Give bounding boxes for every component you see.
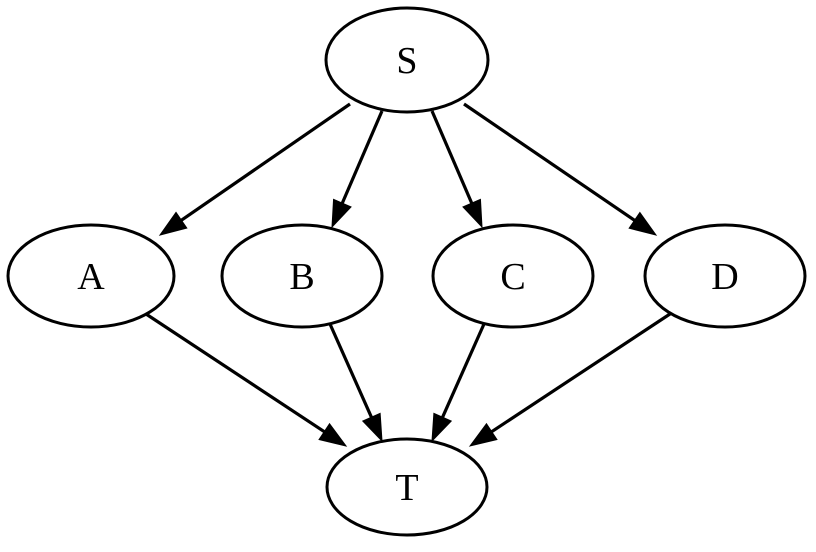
node-label: S	[396, 40, 417, 82]
edge-line	[338, 110, 384, 209]
edge-line	[142, 310, 330, 436]
node-c[interactable]: C	[431, 223, 595, 329]
arrowhead-icon	[318, 422, 348, 447]
edge-line	[176, 102, 351, 225]
node-ellipse[interactable]	[220, 223, 384, 329]
arrowhead-icon	[158, 211, 188, 236]
arrowhead-icon	[462, 198, 483, 229]
arrowhead-icon	[431, 412, 453, 443]
edge-a-to-t	[142, 310, 348, 447]
node-label: A	[77, 256, 105, 298]
nodes-layer: S A B C D T	[6, 6, 807, 537]
arrowhead-icon	[468, 422, 498, 447]
node-s[interactable]: S	[324, 6, 490, 114]
node-d[interactable]: D	[643, 223, 807, 329]
node-label: C	[500, 256, 525, 298]
edges-layer	[142, 102, 674, 447]
node-ellipse[interactable]	[643, 223, 807, 329]
arrowhead-icon	[628, 211, 658, 236]
edge-s-to-a	[158, 102, 351, 236]
node-ellipse[interactable]	[325, 437, 489, 537]
node-label: T	[395, 467, 418, 509]
node-t[interactable]: T	[325, 437, 489, 537]
edge-line	[328, 323, 375, 423]
edge-s-to-d	[463, 102, 658, 236]
node-ellipse[interactable]	[431, 223, 595, 329]
node-b[interactable]: B	[220, 223, 384, 329]
edge-line	[463, 102, 640, 225]
arrowhead-icon	[331, 198, 352, 229]
node-a[interactable]: A	[6, 223, 176, 329]
edge-b-to-t	[328, 323, 383, 443]
edge-s-to-c	[430, 110, 483, 229]
arrowhead-icon	[361, 412, 383, 443]
edge-line	[486, 310, 674, 436]
edge-s-to-b	[331, 110, 384, 229]
edge-line	[439, 323, 486, 423]
edge-line	[430, 110, 476, 209]
node-label: D	[711, 256, 738, 298]
node-label: B	[289, 256, 314, 298]
node-ellipse[interactable]	[6, 223, 176, 329]
edge-c-to-t	[431, 323, 486, 443]
edge-d-to-t	[468, 310, 674, 447]
node-ellipse[interactable]	[324, 6, 490, 114]
